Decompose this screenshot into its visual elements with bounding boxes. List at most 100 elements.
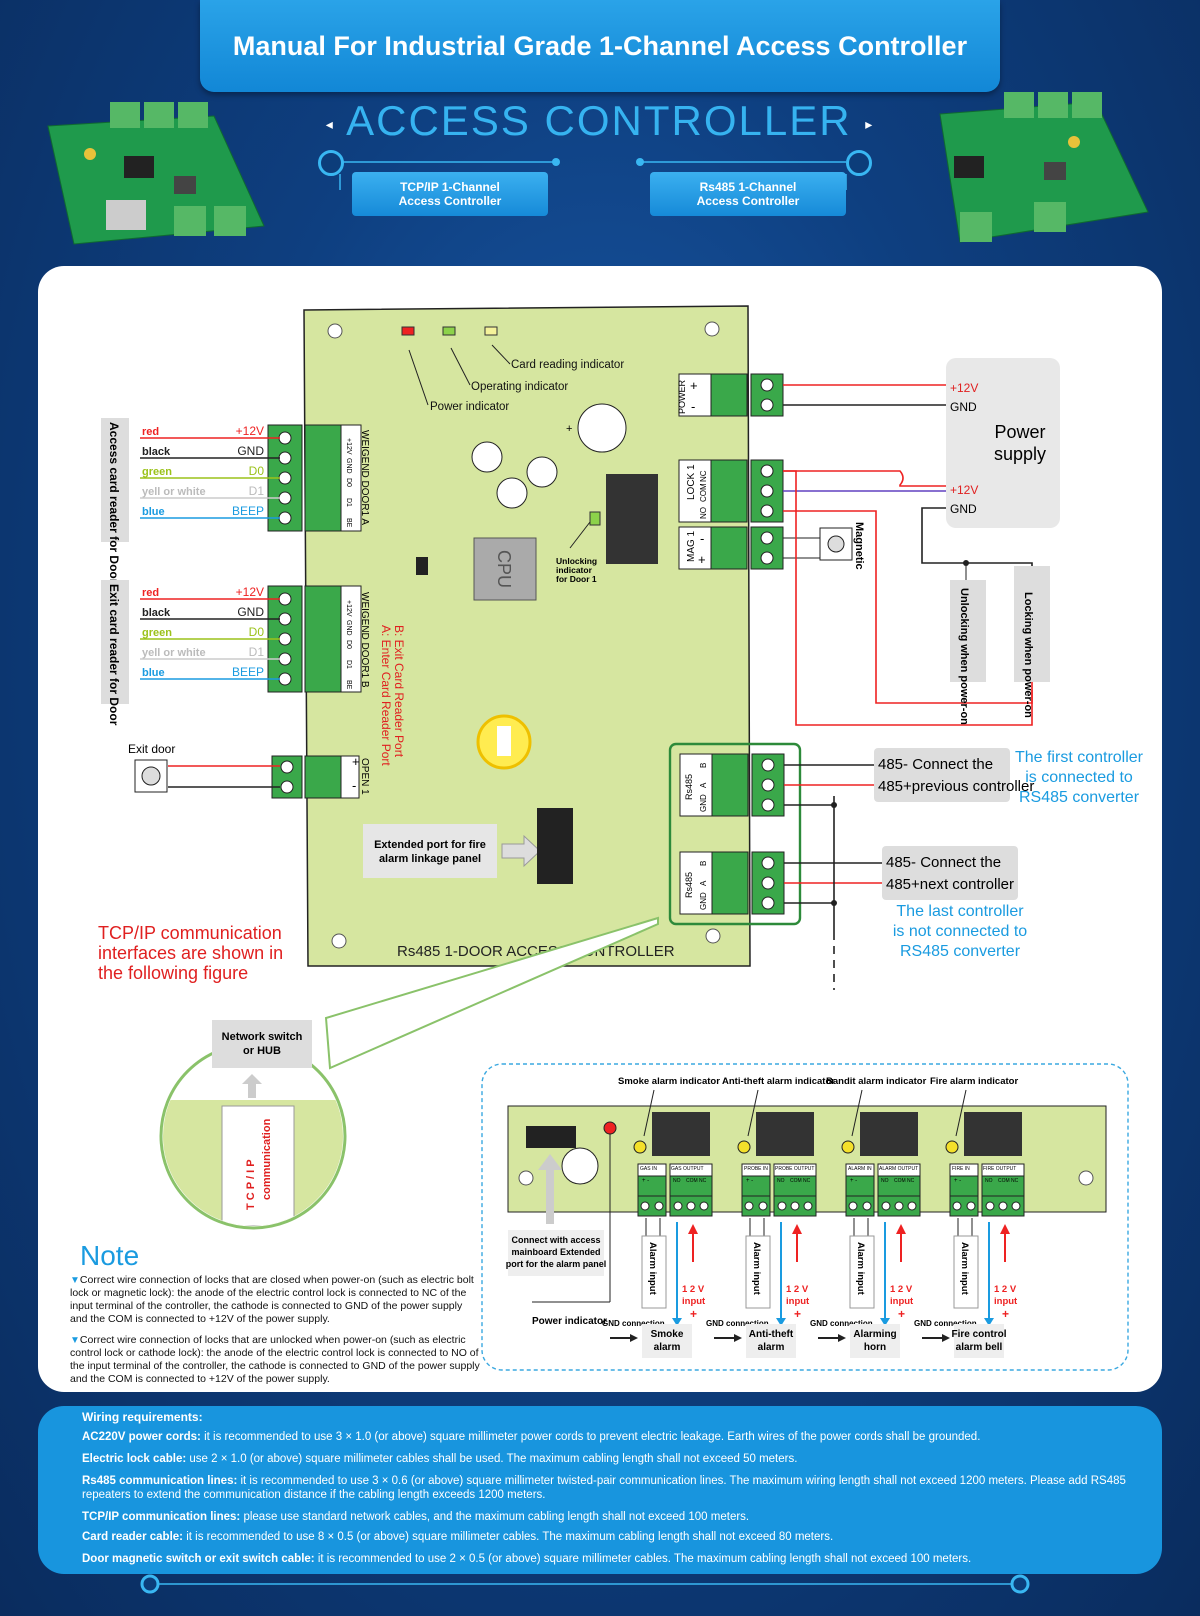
- pm-label: + -: [850, 1178, 857, 1184]
- screw: [966, 1201, 976, 1211]
- screw: [760, 378, 774, 392]
- lock1-label: LOCK 1: [686, 464, 697, 500]
- network-cable: [221, 1105, 295, 1226]
- page-title: Manual For Industrial Grade 1-Channel Ac…: [200, 0, 1000, 92]
- note-line: is not connected to: [892, 923, 1028, 940]
- screw: [907, 1201, 917, 1211]
- screw: [761, 896, 775, 910]
- note-line: RS485 converter: [899, 943, 1021, 960]
- device-label: alarm: [654, 1342, 681, 1353]
- sensor-knob: [827, 535, 845, 553]
- pointer-line: [491, 344, 511, 365]
- rs485-header: [711, 851, 749, 915]
- triangle-icon: ▼: [70, 1275, 80, 1286]
- screw: [790, 1201, 800, 1211]
- alarm-relay: [860, 1112, 918, 1156]
- pin-label-strip-b: [340, 585, 362, 693]
- input-strip: [845, 1163, 875, 1177]
- lock-header-strip: [678, 459, 712, 523]
- note-text: Correct wire connection of locks that ar…: [70, 1274, 474, 1325]
- screw-hole: [704, 321, 720, 337]
- power-indicator-label: Power indicator: [430, 401, 509, 413]
- note-line: RS485 converter: [1018, 789, 1140, 806]
- pin-label: GND: [699, 892, 708, 910]
- alarm-led: [737, 1140, 751, 1154]
- capacitor: [471, 441, 503, 473]
- wire-color-label: yell or white: [142, 647, 206, 659]
- plus-sign: +: [566, 423, 572, 435]
- v12-input-label: 1 2 V: [682, 1284, 705, 1295]
- capacitor: [496, 477, 528, 509]
- wiring-item: Card reader cable: it is recommended to …: [82, 1530, 1142, 1544]
- exit-door-label: Exit door: [128, 742, 175, 756]
- battery-holder: [497, 726, 511, 756]
- unlock-led: [589, 511, 601, 526]
- cable-label: communication: [261, 1118, 273, 1200]
- note-title: Note: [80, 1240, 140, 1271]
- magnetic-label: Magnetic: [853, 522, 865, 570]
- red-arrow: [896, 1224, 906, 1234]
- switch-box: [212, 1020, 312, 1068]
- out-pin-label: NO: [673, 1178, 681, 1184]
- pointer-line: [851, 1089, 863, 1137]
- device-label: alarm: [758, 1342, 785, 1353]
- tcp-note-line: TCP/IP communication: [98, 923, 282, 943]
- input-strip: [741, 1163, 771, 1177]
- arrow: [838, 1334, 846, 1342]
- screw: [985, 1201, 995, 1211]
- red-arrow: [1000, 1224, 1010, 1234]
- wire-signal-label: D1: [249, 484, 265, 498]
- pin-label: +12V: [345, 600, 352, 617]
- unlocking-label: Unlocking when power-on: [958, 588, 970, 725]
- screw: [686, 1201, 696, 1211]
- footer-connectors: [140, 1574, 1030, 1594]
- wire-signal-label: D0: [249, 464, 265, 478]
- v12-input-label: input: [786, 1296, 810, 1307]
- pin-label: NO: [699, 507, 708, 519]
- gnd-connection-label: GND connection: [810, 1319, 873, 1328]
- screw-hole: [327, 323, 343, 339]
- alarm-indicator-label: Fire alarm indicator: [930, 1076, 1018, 1087]
- right-arrow-icon: ▸: [865, 115, 875, 132]
- gnd-connection-label: GND connection: [706, 1319, 769, 1328]
- node-icon: [1010, 1574, 1030, 1594]
- weigend-b-label: WEIGEND DOOR1 B: [359, 592, 370, 688]
- screw: [654, 1201, 664, 1211]
- pin-label: GND: [345, 458, 352, 474]
- pm-label: + -: [954, 1178, 961, 1184]
- alarm-input-label: Alarm input: [751, 1242, 762, 1296]
- pin-label: D0: [345, 478, 352, 487]
- wire-color-label: yell or white: [142, 486, 206, 498]
- header-open1: [304, 755, 342, 799]
- power-port-label: POWER: [677, 379, 687, 414]
- screw: [761, 876, 775, 890]
- out-pin-label: NO: [881, 1178, 889, 1184]
- output-strip: [773, 1163, 817, 1177]
- screw: [760, 551, 774, 565]
- rs485-prev-label: 485+previous controller: [878, 778, 1034, 795]
- gnd-label: GND: [950, 502, 977, 516]
- screw: [881, 1201, 891, 1211]
- out-pin-label: COM: [998, 1178, 1010, 1184]
- triangle-icon: ▼: [70, 1335, 80, 1346]
- output-label: PROBE OUTPUT: [775, 1166, 814, 1172]
- wiring-item-label: Rs485 communication lines:: [82, 1475, 238, 1487]
- screw: [1011, 1201, 1021, 1211]
- connect-label: port for the alarm panel: [506, 1259, 607, 1269]
- header-connectors: [339, 158, 847, 190]
- section-subtitle: ◂ ACCESS CONTROLLER ▸: [300, 96, 900, 149]
- node-icon: [318, 150, 344, 176]
- red-arrow: [792, 1224, 802, 1234]
- power-header: [710, 373, 748, 417]
- input-strip: [949, 1163, 979, 1177]
- connector-dot: [636, 158, 644, 166]
- screw: [744, 1201, 754, 1211]
- power-supply-box: [946, 358, 1060, 528]
- alarm-panel-diagram: Connect with access mainboard Extended p…: [481, 1063, 1129, 1371]
- wire-color-label: red: [142, 426, 159, 438]
- alarm-input-label: Alarm input: [959, 1242, 970, 1296]
- device-box: [954, 1324, 1004, 1358]
- plus-sign: +: [690, 378, 698, 393]
